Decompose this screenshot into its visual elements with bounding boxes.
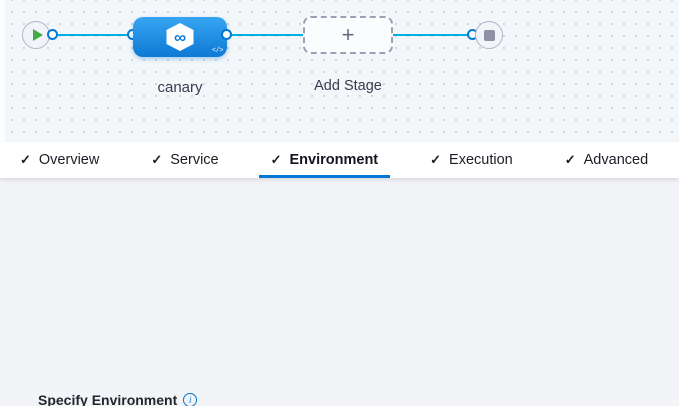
tab-execution[interactable]: ✓ Execution <box>418 142 525 178</box>
environment-tab-panel: Specify Environment i Σx ‹ Back Continue… <box>0 178 679 406</box>
check-icon: ✓ <box>564 152 576 167</box>
add-stage-label: Add Stage <box>314 78 382 94</box>
stage-tabbar: ✓ Overview ✓ Service ✓ Environment ✓ Exe… <box>0 142 679 178</box>
tab-label: Service <box>170 152 219 168</box>
harness-cd-icon: ∞ <box>173 27 187 47</box>
info-icon[interactable]: i <box>183 393 198 406</box>
canvas-left-edge <box>0 0 5 142</box>
tab-service[interactable]: ✓ Service <box>139 142 230 178</box>
connector-line <box>227 33 303 36</box>
stage-node-canary[interactable]: ∞ </> <box>133 17 227 57</box>
tab-environment[interactable]: ✓ Environment <box>259 142 391 178</box>
connector-line <box>393 33 469 36</box>
pipeline-start-node[interactable] <box>22 21 50 49</box>
stage-name-label: canary <box>157 79 203 96</box>
pipeline-canvas[interactable]: ∞ </> + canary Add Stage <box>0 0 679 142</box>
specify-environment-label: Specify Environment <box>38 392 178 406</box>
connector-port[interactable] <box>47 29 58 40</box>
check-icon: ✓ <box>151 152 163 167</box>
tab-label: Advanced <box>583 152 649 168</box>
play-icon <box>32 29 43 41</box>
code-icon: </> <box>211 47 224 55</box>
tab-overview[interactable]: ✓ Overview <box>8 142 111 178</box>
pipeline-end-node[interactable] <box>475 21 503 49</box>
tab-label: Overview <box>38 152 100 168</box>
specify-environment-row: Specify Environment i <box>38 392 198 406</box>
deployment-hexagon-icon: ∞ <box>166 23 194 51</box>
tab-advanced[interactable]: ✓ Advanced <box>553 142 660 178</box>
stop-icon <box>483 29 495 41</box>
check-icon: ✓ <box>20 152 31 167</box>
tab-label: Execution <box>449 152 513 168</box>
check-icon: ✓ <box>430 152 442 167</box>
plus-icon: + <box>341 22 355 47</box>
connector-port[interactable] <box>221 29 232 40</box>
check-icon: ✓ <box>270 152 282 167</box>
tab-label: Environment <box>289 152 379 168</box>
connector-line <box>50 33 135 36</box>
add-stage-button[interactable]: + <box>303 16 393 54</box>
